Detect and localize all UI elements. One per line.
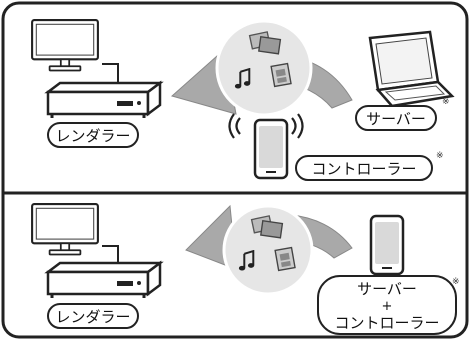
renderer-label: レンダラー bbox=[47, 122, 139, 148]
combo-plus-text: + bbox=[382, 299, 393, 314]
tv-cable bbox=[102, 245, 119, 264]
video-icon bbox=[270, 62, 292, 88]
content-bubble bbox=[215, 19, 313, 117]
combo-server-text: サーバー bbox=[357, 280, 417, 298]
renderer-label-text: レンダラー bbox=[55, 127, 130, 145]
laptop-icon bbox=[368, 30, 455, 108]
combo-controller-text: コントローラー bbox=[334, 314, 439, 332]
controller-label: コントローラー bbox=[295, 155, 433, 181]
smartphone-icon bbox=[369, 214, 405, 276]
recorder-icon bbox=[46, 261, 162, 300]
content-bubble bbox=[222, 204, 314, 296]
combo-note-mark: ※ bbox=[452, 277, 460, 287]
renderer-label-text: レンダラー bbox=[55, 308, 130, 326]
controller-note-mark: ※ bbox=[436, 151, 444, 161]
panel-2: レンダラー サーバー + コントローラー ※ bbox=[31, 203, 460, 335]
server-label: サーバー bbox=[355, 105, 437, 131]
wifi-wave-icon bbox=[228, 113, 304, 139]
server-controller-label: サーバー + コントローラー bbox=[317, 275, 457, 335]
smartphone-icon bbox=[253, 118, 289, 180]
controller-label-text: コントローラー bbox=[311, 160, 416, 178]
recorder-icon bbox=[46, 81, 162, 120]
server-note-mark: ※ bbox=[442, 97, 450, 107]
renderer-label: レンダラー bbox=[47, 303, 139, 329]
server-label-text: サーバー bbox=[366, 110, 426, 128]
tv-cable bbox=[102, 63, 119, 86]
panel-1: レンダラー サーバー ※ コントローラー ※ bbox=[31, 19, 455, 181]
video-icon bbox=[274, 246, 296, 272]
